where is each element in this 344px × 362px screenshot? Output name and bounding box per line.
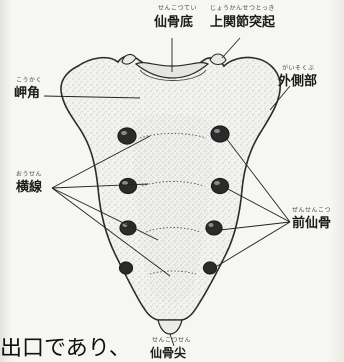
foramen-left-1 — [118, 128, 136, 144]
ruby-promontory: こうかく — [16, 78, 42, 84]
foramen-right-2 — [212, 179, 229, 194]
body-text-fragment: 出口であり、 — [0, 338, 131, 360]
text-promontory: 岬角 — [14, 87, 40, 100]
text-transverse-lines: 横線 — [16, 181, 42, 194]
text-superior-articular-process: 上関節突起 — [210, 16, 275, 29]
foramen-right-1 — [211, 126, 229, 142]
foramen-left-4 — [120, 262, 133, 274]
text-sacral-apex: 仙骨尖 — [150, 347, 186, 359]
ruby-lateral-part: がいそくぶ — [282, 66, 315, 72]
ruby-superior-articular-process: じょうかんせつとっき — [210, 6, 275, 12]
sacral-apex-tip — [158, 320, 182, 334]
text-lateral-part: 外側部 — [278, 75, 317, 88]
text-sacral-base: 仙骨底 — [154, 16, 193, 29]
ruby-anterior-sacral-foramina: ぜんせんこつ — [292, 208, 331, 214]
text-anterior-sacral-foramina: 前仙骨 — [292, 217, 331, 230]
foramen-right-3 — [206, 221, 222, 235]
ruby-transverse-lines: おうせん — [16, 172, 42, 178]
ruby-sacral-apex: せんこつせん — [152, 338, 191, 344]
leader-superior-articular — [222, 38, 240, 58]
foramen-left-2 — [120, 179, 137, 194]
ruby-sacral-base: せんこつてい — [158, 6, 197, 12]
